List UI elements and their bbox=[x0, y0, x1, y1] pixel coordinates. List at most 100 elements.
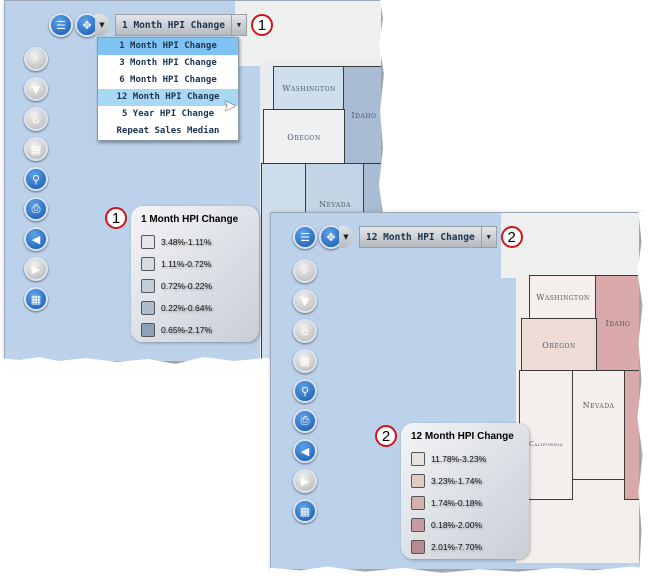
back-icon: ◀ bbox=[31, 232, 41, 246]
legend-swatch bbox=[141, 323, 155, 337]
callout-badge: 2 bbox=[375, 425, 397, 447]
chevron-down-icon[interactable]: ▼ bbox=[480, 227, 496, 247]
eraser-icon: ⌂ bbox=[301, 324, 309, 338]
chevron-down-icon: ▼ bbox=[99, 21, 105, 29]
chevron-down-icon[interactable]: ▼ bbox=[230, 15, 246, 35]
back-button[interactable]: ◀ bbox=[293, 439, 317, 463]
layer-dropdown-menu: 1 Month HPI Change 3 Month HPI Change 6 … bbox=[97, 37, 239, 141]
dropdown-option[interactable]: 1 Month HPI Change bbox=[98, 38, 238, 55]
forward-button[interactable]: ▶ bbox=[293, 469, 317, 493]
legend-swatch bbox=[141, 257, 155, 271]
filter-button[interactable]: ▼ bbox=[293, 289, 317, 313]
filter-button[interactable]: ▼ bbox=[24, 77, 48, 101]
identify-icon: ⌕ bbox=[301, 264, 309, 277]
callout-badge: 1 bbox=[105, 207, 127, 229]
legend-label: 0.65%-2.17% bbox=[161, 325, 213, 335]
navigate-dropdown-button[interactable]: ▼ bbox=[339, 226, 353, 248]
layer-select-value: 1 Month HPI Change bbox=[122, 19, 225, 31]
clear-button[interactable]: ⌂ bbox=[24, 107, 48, 131]
side-toolbar: ⌕ ▼ ⌂ ▦ ⚲ ⎙ ◀ ▶ ▦ bbox=[24, 47, 48, 311]
dropdown-option[interactable]: 3 Month HPI Change bbox=[119, 58, 217, 68]
forward-button[interactable]: ▶ bbox=[24, 257, 48, 281]
dropdown-option[interactable]: 12 Month HPI Change bbox=[98, 89, 238, 106]
layers-button[interactable]: ☰ bbox=[49, 13, 73, 37]
filter-icon: ▼ bbox=[300, 294, 310, 308]
zoom-button[interactable]: ⚲ bbox=[293, 379, 317, 403]
state-label: Nevada bbox=[582, 401, 615, 410]
legend-label: 3.23%-1.74% bbox=[431, 476, 483, 486]
grid-icon: ▦ bbox=[30, 292, 42, 306]
state-label: Nevada bbox=[319, 200, 351, 209]
back-icon: ◀ bbox=[300, 444, 310, 458]
legend-swatch bbox=[411, 540, 425, 554]
legend-item: 0.22%-0.64% bbox=[141, 297, 249, 319]
table-icon: ▦ bbox=[30, 142, 42, 156]
state-oregon: Oregon bbox=[263, 109, 345, 165]
identify-button[interactable]: ⌕ bbox=[293, 259, 317, 283]
legend-title: 1 Month HPI Change bbox=[141, 214, 239, 225]
legend-item: 0.18%-2.00% bbox=[411, 514, 519, 536]
back-button[interactable]: ◀ bbox=[24, 227, 48, 251]
state-label: Idaho bbox=[605, 318, 631, 328]
state-washington: Washington bbox=[273, 66, 345, 111]
navigate-dropdown-button[interactable]: ▼ bbox=[95, 14, 109, 36]
dropdown-option[interactable]: 6 Month HPI Change bbox=[119, 75, 217, 85]
table-icon: ▦ bbox=[299, 354, 311, 368]
print-button[interactable]: ⎙ bbox=[24, 197, 48, 221]
state-idaho: Idaho bbox=[343, 66, 381, 164]
legend-label: 2.01%-7.70% bbox=[431, 542, 483, 552]
top-toolbar: ☰ ✥ ▼ 12 Month HPI Change ▼ 2 bbox=[293, 225, 523, 249]
legend-panel: 1 Month HPI Change 3.48%-1.11% 1.11%-0.7… bbox=[131, 206, 259, 342]
legend-label: 0.72%-0.22% bbox=[161, 281, 213, 291]
zoom-button[interactable]: ⚲ bbox=[24, 167, 48, 191]
state-label: Washington bbox=[282, 84, 336, 93]
forward-icon: ▶ bbox=[31, 262, 41, 276]
legend-label: 0.22%-0.64% bbox=[161, 303, 213, 313]
canada-land bbox=[501, 213, 639, 278]
magnifier-icon: ⚲ bbox=[31, 172, 41, 186]
legend-item: 0.72%-0.22% bbox=[141, 275, 249, 297]
layer-select-value: 12 Month HPI Change bbox=[366, 231, 475, 243]
legend-swatch bbox=[411, 496, 425, 510]
table-button[interactable]: ▦ bbox=[293, 349, 317, 373]
dropdown-option[interactable]: Repeat Sales Median bbox=[116, 126, 220, 136]
legend-label: 1.11%-0.72% bbox=[161, 259, 212, 269]
dropdown-option[interactable]: 5 Year HPI Change bbox=[121, 109, 215, 119]
pan-icon: ✥ bbox=[82, 18, 92, 32]
top-toolbar: ☰ ✥ ▼ 1 Month HPI Change ▼ 1 bbox=[49, 13, 273, 37]
clear-button[interactable]: ⌂ bbox=[293, 319, 317, 343]
state-label: Oregon bbox=[542, 340, 576, 350]
legend-item: 11.78%-3.23% bbox=[411, 448, 519, 470]
legend-swatch bbox=[141, 279, 155, 293]
table-button[interactable]: ▦ bbox=[24, 137, 48, 161]
state-label: California bbox=[529, 441, 563, 448]
legend-item: 1.74%-0.18% bbox=[411, 492, 519, 514]
legend-item: 1.11%-0.72% bbox=[141, 253, 249, 275]
state-label: Washington bbox=[536, 293, 590, 302]
layer-select[interactable]: 12 Month HPI Change ▼ bbox=[359, 226, 497, 248]
callout-badge: 1 bbox=[250, 14, 273, 36]
legend-item: 3.23%-1.74% bbox=[411, 470, 519, 492]
forward-icon: ▶ bbox=[300, 474, 310, 488]
mouse-pointer-icon: ➤ bbox=[223, 96, 237, 115]
magnifier-icon: ⚲ bbox=[300, 384, 310, 398]
grid-button[interactable]: ▦ bbox=[293, 499, 317, 523]
layers-button[interactable]: ☰ bbox=[293, 225, 317, 249]
grid-icon: ▦ bbox=[299, 504, 311, 518]
layers-icon: ☰ bbox=[56, 18, 66, 32]
print-button[interactable]: ⎙ bbox=[293, 409, 317, 433]
layers-icon: ☰ bbox=[300, 230, 310, 244]
grid-button[interactable]: ▦ bbox=[24, 287, 48, 311]
callout-badge: 2 bbox=[500, 226, 523, 248]
print-icon: ⎙ bbox=[300, 414, 310, 427]
legend-label: 3.48%-1.11% bbox=[161, 237, 212, 247]
filter-icon: ▼ bbox=[31, 82, 41, 96]
legend-item: 3.48%-1.11% bbox=[141, 231, 249, 253]
side-toolbar: ⌕ ▼ ⌂ ▦ ⚲ ⎙ ◀ ▶ ▦ bbox=[293, 259, 317, 523]
legend-swatch bbox=[141, 235, 155, 249]
layer-select[interactable]: 1 Month HPI Change ▼ bbox=[115, 14, 247, 36]
identify-button[interactable]: ⌕ bbox=[24, 47, 48, 71]
state-nevada: Nevada bbox=[571, 370, 626, 480]
legend-item: 2.01%-7.70% bbox=[411, 536, 519, 558]
pan-icon: ✥ bbox=[326, 230, 336, 244]
